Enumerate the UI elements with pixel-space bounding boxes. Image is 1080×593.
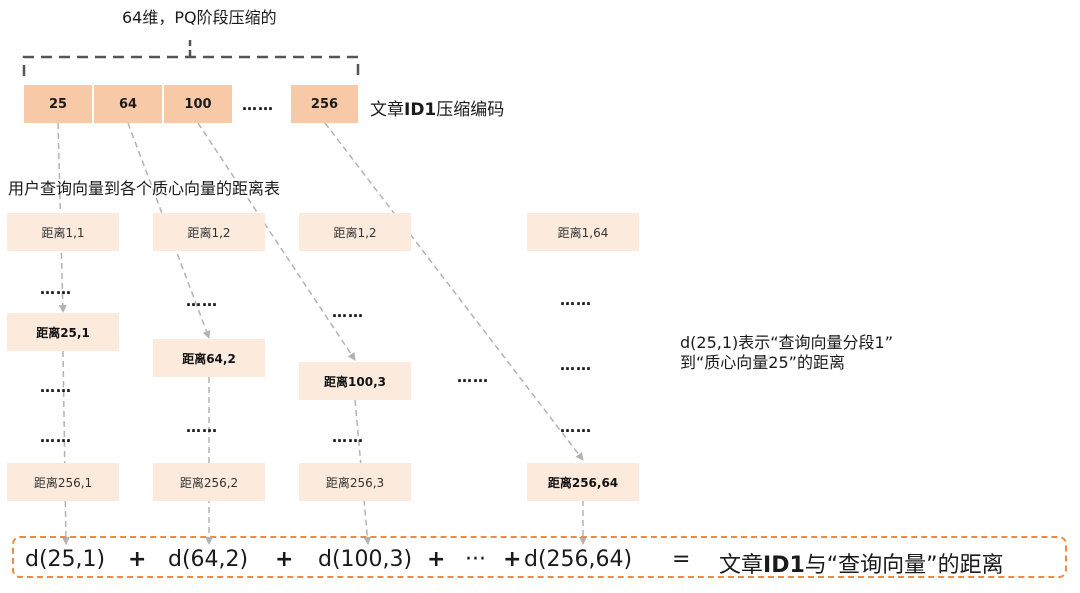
cell-col2-highlight: 距离64,2 [153, 339, 265, 377]
explanation-note: d(25,1)表示“查询向量分段1” 到“质心向量25”的距离 [680, 333, 893, 373]
code-cell-1: 25 [24, 85, 92, 123]
cell-col1-bottom: 距离256,1 [7, 463, 119, 501]
code-ellipsis: …… [242, 96, 274, 114]
ellipsis: …… [332, 303, 364, 321]
cell-col1-highlight: 距离25,1 [7, 313, 119, 351]
compression-caption: 64维，PQ阶段压缩的 [122, 8, 277, 27]
code-cell-2: 64 [94, 85, 162, 123]
formula-term-2: d(64,2) [168, 547, 249, 572]
cell-col2-top: 距离1,2 [153, 213, 265, 251]
formula-term-4: d(256,64) [524, 547, 633, 572]
ellipsis: …… [40, 428, 72, 446]
bracket [22, 55, 360, 76]
cell-col4-top: 距离1,64 [527, 213, 639, 251]
ellipsis: …… [560, 291, 592, 309]
formula-term-1: d(25,1) [25, 547, 106, 572]
formula-ellipsis: ··· [465, 547, 486, 572]
code-label: 文章ID1压缩编码 [370, 100, 505, 120]
cell-col1-top: 距离1,1 [7, 213, 119, 251]
formula-plus: + [128, 547, 147, 572]
formula-plus: + [275, 547, 294, 572]
ellipsis: …… [40, 280, 72, 298]
ellipsis: …… [186, 418, 218, 436]
formula-plus: + [503, 547, 522, 572]
ellipsis: …… [186, 292, 218, 310]
formula-equals: = [672, 547, 691, 572]
ellipsis: …… [40, 378, 72, 396]
ellipsis: …… [332, 428, 364, 446]
cell-col3-bottom: 距离256,3 [299, 463, 411, 501]
cell-col2-bottom: 距离256,2 [153, 463, 265, 501]
ellipsis: …… [457, 368, 489, 386]
code-cell-3: 100 [164, 85, 232, 123]
arrow-256 [324, 122, 584, 461]
ellipsis: …… [560, 356, 592, 374]
code-cell-4: 256 [291, 85, 358, 123]
explanation-line-1: d(25,1)表示“查询向量分段1” [680, 333, 894, 352]
formula-box [12, 536, 1067, 578]
formula-result: 文章ID1与“查询向量”的距离 [719, 553, 1004, 578]
formula-term-3: d(100,3) [318, 547, 413, 572]
cell-col4-highlight: 距离256,64 [527, 463, 639, 501]
distance-table-title: 用户查询向量到各个质心向量的距离表 [8, 179, 281, 198]
formula-plus: + [427, 547, 446, 572]
cell-col3-top: 距离1,2 [299, 213, 411, 251]
cell-col3-highlight: 距离100,3 [299, 362, 411, 400]
ellipsis: …… [560, 418, 592, 436]
explanation-line-2: 到“质心向量25”的距离 [680, 353, 845, 372]
